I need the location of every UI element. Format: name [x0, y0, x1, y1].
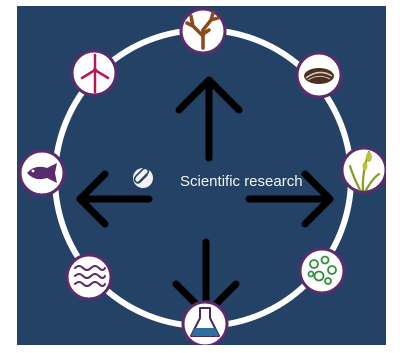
node-waves[interactable] — [65, 253, 113, 301]
mussel-shell-icon — [304, 68, 334, 84]
coral-icon — [185, 11, 220, 50]
wind-turbine-icon — [80, 53, 110, 94]
plankton-icon — [307, 255, 337, 285]
seagrass-icon — [348, 150, 381, 192]
arrow-right — [245, 170, 334, 228]
waves-icon — [74, 265, 106, 287]
fish-icon — [27, 163, 57, 183]
research-cycle-diagram — [17, 6, 386, 345]
node-lab-flask[interactable] — [181, 300, 229, 345]
node-coral[interactable] — [179, 7, 227, 55]
paperclip-icon — [133, 167, 153, 188]
node-seagrass[interactable] — [340, 146, 386, 194]
node-fish[interactable] — [18, 149, 66, 197]
lab-flask-icon — [190, 307, 220, 337]
node-wind-turbine[interactable] — [70, 49, 118, 97]
diagram-frame: Scientific research — [17, 6, 386, 345]
node-plankton[interactable] — [298, 247, 346, 295]
center-label: Scientific research — [180, 173, 303, 190]
arrow-up — [175, 76, 243, 162]
node-shell[interactable] — [295, 51, 343, 99]
arrow-left — [76, 170, 153, 228]
